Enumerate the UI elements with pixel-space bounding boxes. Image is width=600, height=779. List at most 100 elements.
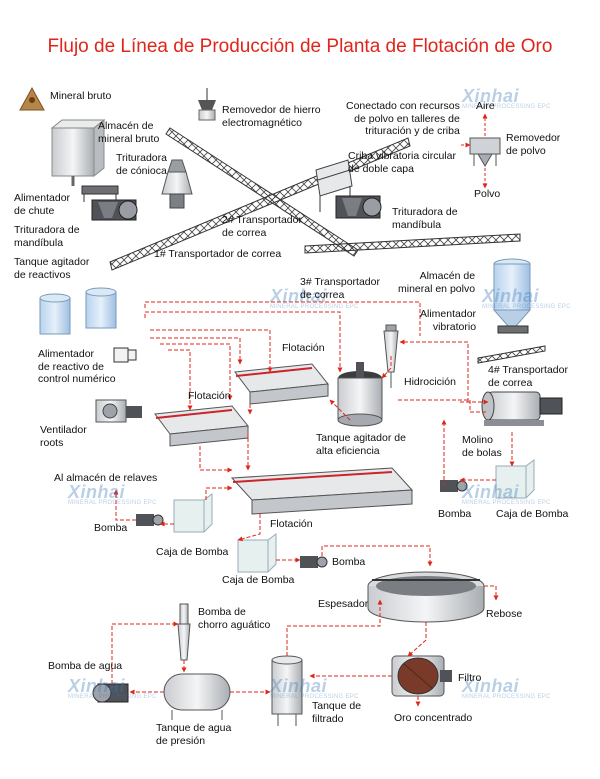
vibrating-feeder-icon [497,325,529,334]
high-efficiency-agitator-tank-icon [337,362,383,427]
watermark-logo: Xinhai MINERAL PROCESSING EPC [462,86,551,110]
label-conectado-recursos: Conectado con recursos de polvo en talle… [346,100,460,137]
label-caja-bomba-1: Caja de Bomba [156,546,229,558]
diagram-title: Flujo de Línea de Producción de Planta d… [47,36,553,57]
watermark-logo: Xinhai MINERAL PROCESSING EPC [462,676,551,700]
conveyor-3 [304,233,521,254]
label-transportador-3: 3# Transportador de correa [300,276,380,301]
watermark-brand: Xinhai [68,482,126,502]
label-alimentador-vibratorio: Alimentador vibratorio [420,308,477,333]
watermark-tagline: MINERAL PROCESSING EPC [68,694,157,700]
watermark-brand: Xinhai [462,482,520,502]
hydrocyclone-icon [383,324,399,388]
watermark-tagline: MINERAL PROCESSING EPC [270,304,359,310]
label-tanque-agua-presion: Tanque de agua de presión [156,722,232,747]
ball-mill-icon [481,391,563,426]
watermark-brand: Xinhai [270,676,328,696]
label-rebose: Rebose [486,608,523,620]
label-caja-bomba-2: Caja de Bomba [222,574,295,586]
watermark-logo: Xinhai MINERAL PROCESSING EPC [462,482,551,506]
label-flotacion-2: Flotación [188,390,231,402]
watermark-logo: Xinhai MINERAL PROCESSING EPC [482,286,571,310]
watermark-brand: Xinhai [462,676,520,696]
label-flotacion-3: Flotación [270,518,313,530]
water-jet-pump-icon [177,603,191,661]
watermark-tagline: MINERAL PROCESSING EPC [482,304,571,310]
watermark-brand: Xinhai [68,676,126,696]
label-almacen-polvo: Almacén de mineral en polvo [398,270,476,295]
dust-flow-lines [461,113,488,189]
watermark-brand: Xinhai [270,286,328,306]
vibrating-screen-icon [315,159,353,212]
dust-remover-icon [469,137,501,167]
label-mineral-bruto: Mineral bruto [50,90,112,102]
watermark-brand: Xinhai [482,286,540,306]
watermark-tagline: MINERAL PROCESSING EPC [462,694,551,700]
label-bomba-3: Bomba [332,556,366,568]
flotation-cell-bank-2-icon [154,405,249,447]
jaw-crusher-2-icon [335,195,382,219]
label-oro-concentrado: Oro concentrado [394,712,473,724]
label-removedor-hierro: Removedor de hierro electromagnético [222,104,321,129]
roots-blower-icon [95,399,142,423]
label-almacen-mineral-bruto: Almacén de mineral bruto [98,120,160,145]
cone-crusher-icon [161,159,193,209]
pump-box-2-icon [237,533,277,573]
watermark-brand: Xinhai [462,86,520,106]
label-bomba-2: Bomba [438,508,472,520]
label-alimentador-chute: Alimentador de chute [14,192,71,217]
raw-ore-pile-icon [19,86,45,111]
label-trituradora-mandibula-2: Trituradora de mandíbula [392,206,458,231]
pump-box-3-icon [495,459,535,499]
label-hidrociclon: Hidrocición [404,376,456,388]
label-removedor-polvo: Removedor de polvo [506,132,561,157]
cnc-reagent-feeder-icon [113,347,137,363]
reagent-agitator-tanks-icon [39,287,117,335]
electromagnetic-iron-remover-icon [198,88,216,121]
label-filtro: Filtro [458,672,482,684]
label-caja-bomba-3: Caja de Bomba [496,508,569,520]
label-aire: Aire [476,100,495,112]
filter-icon [391,655,452,697]
jaw-crusher-1-icon [91,199,138,221]
watermark-logo: Xinhai MINERAL PROCESSING EPC [68,482,157,506]
watermark-tagline: MINERAL PROCESSING EPC [270,694,359,700]
label-espesador: Espesador [318,598,369,610]
raw-ore-bin-icon [50,118,106,186]
label-trituradora-mandibula-1: Trituradora de mandíbula [14,224,80,249]
pressure-water-tank-icon [163,673,231,720]
watermark-logo: Xinhai MINERAL PROCESSING EPC [68,676,157,700]
label-flotacion-1: Flotación [282,342,325,354]
label-transportador-1: 1# Transportador de correa [154,248,282,260]
watermark-tagline: MINERAL PROCESSING EPC [68,500,157,506]
flotation-cell-bank-1-icon [234,363,329,405]
label-ventilador-roots: Ventilador roots [40,424,87,449]
pump-box-1-icon [173,493,213,533]
label-alimentador-reactivo: Alimentador de reactivo de control numér… [38,348,116,385]
label-almacen-relaves: Al almacén de relaves [54,472,158,484]
powder-ore-bin-icon [492,258,532,327]
label-transportador-2: 2# Transportador de correa [222,214,302,239]
watermark-logo: Xinhai MINERAL PROCESSING EPC [270,676,359,700]
slurry-flow-lines [111,301,515,707]
watermark-logo: Xinhai MINERAL PROCESSING EPC [270,286,359,310]
watermark-tagline: MINERAL PROCESSING EPC [462,104,551,110]
label-transportador-4: 4# Transportador de correa [488,364,568,389]
flotation-cell-bank-3-icon [230,467,414,515]
filtrate-tank-icon [271,655,303,726]
label-trituradora-conica: Trituradora de cónioca [116,152,167,177]
conveyor-2 [165,127,359,257]
label-bomba-1: Bomba [94,522,128,534]
label-bomba-chorro: Bomba de chorro aguático [198,606,271,631]
pump-2-icon [300,556,328,568]
label-molino-bolas: Molino de bolas [462,434,502,459]
water-pump-icon [92,683,129,703]
watermark-tagline: MINERAL PROCESSING EPC [462,500,551,506]
label-tanque-agitador-reactivos: Tanque agitador de reactivos [14,256,90,281]
label-criba-vibratoria: Criba vibratoria circular de doble capa [348,150,456,175]
pump-1-icon [136,514,164,526]
label-polvo: Polvo [474,188,501,200]
label-bomba-agua: Bomba de agua [48,660,123,672]
